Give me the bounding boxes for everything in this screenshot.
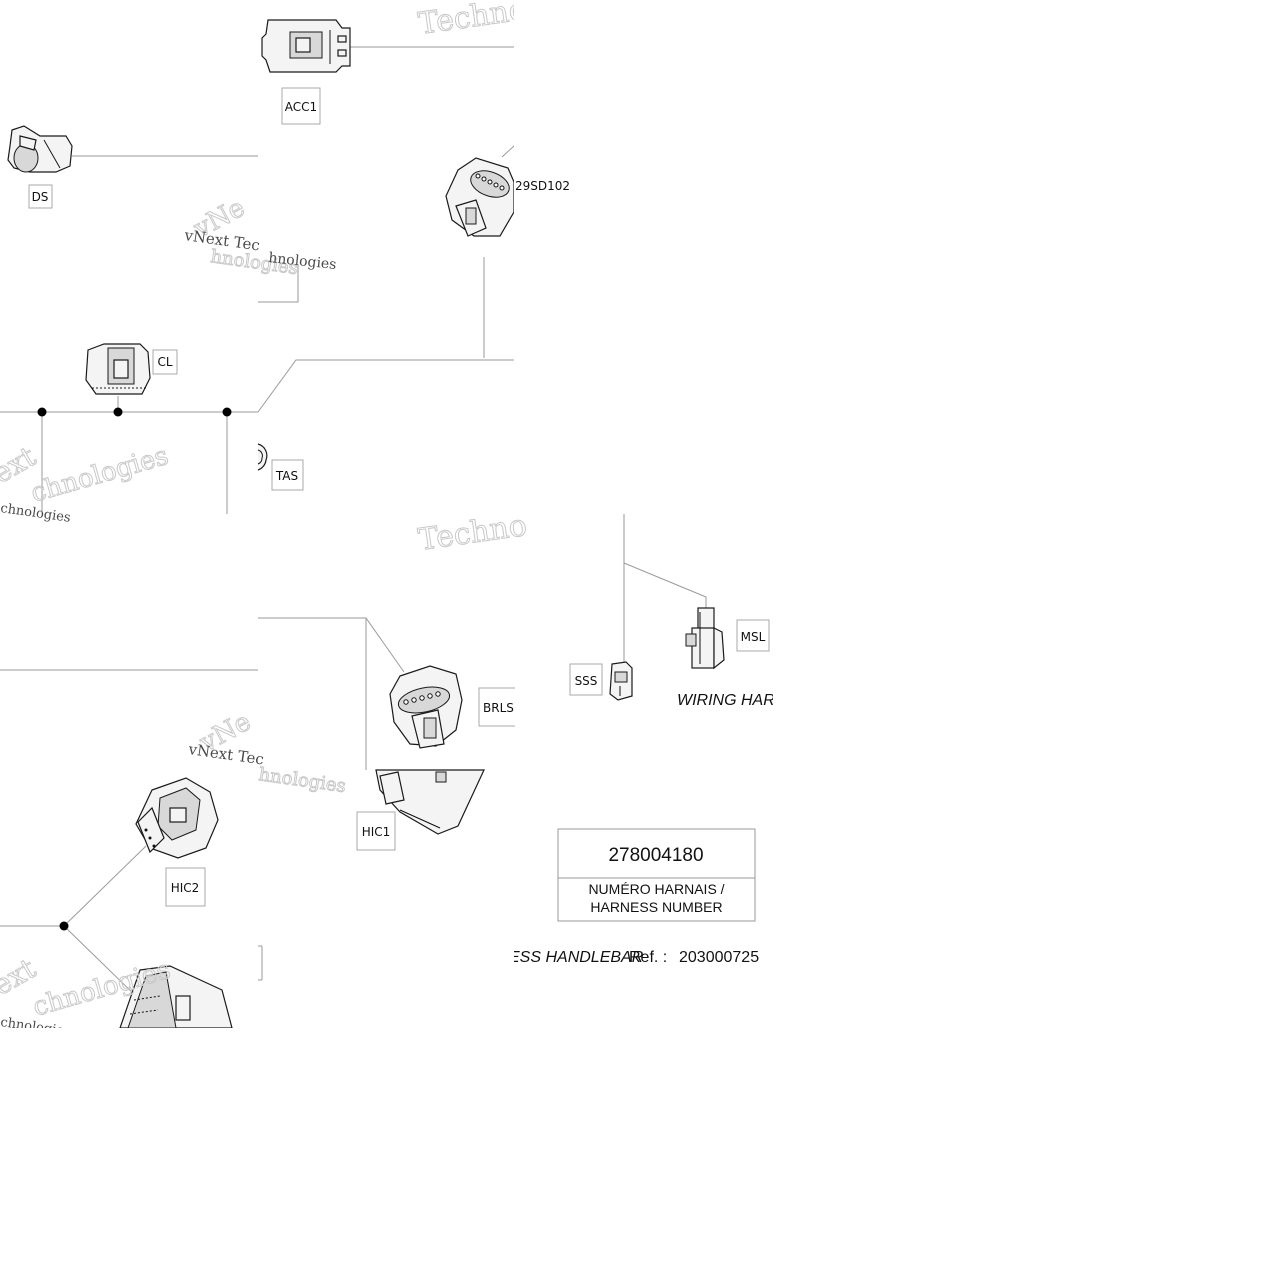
watermark-text: chnologies xyxy=(28,441,172,509)
ref-label: Ref. : xyxy=(629,949,667,966)
watermark-text: hnologies xyxy=(257,764,347,797)
label-msl: MSL xyxy=(736,619,770,652)
label-hic2: HIC2 xyxy=(165,867,206,907)
label-hic1: HIC1 xyxy=(356,811,396,851)
sd102-connector-icon xyxy=(445,157,515,237)
lower-connector-icon xyxy=(119,965,233,1029)
label-tas: TAS xyxy=(271,459,304,491)
hic2-connector-icon xyxy=(135,777,219,859)
connector-label: ACC1 xyxy=(285,100,317,114)
label-brls: BRLS xyxy=(478,687,520,727)
harness-number-label: NUMÉRO HARNAIS / HARNESS NUMBER xyxy=(588,881,725,915)
acc1-connector-icon xyxy=(261,19,351,73)
label-acc1: ACC1 xyxy=(281,87,321,125)
connector-labels: ACC1 DS 29SD102 CL TAS MSL SSS BRLS xyxy=(28,87,770,907)
harness-number: 278004180 xyxy=(608,845,703,866)
watermark-text: Techno xyxy=(416,508,529,558)
connector-label-29sd102: 29SD102 xyxy=(515,179,570,193)
sss-connector-icon xyxy=(609,661,633,701)
ref-value: 203000725 xyxy=(679,949,759,966)
connector-label: HIC1 xyxy=(362,825,391,839)
harness-caption: WIRING HARNE xyxy=(677,692,797,709)
connector-label: MSL xyxy=(741,630,766,644)
watermark-text: Techno xyxy=(416,0,529,42)
cl-connector-icon xyxy=(85,343,151,395)
junction-dots xyxy=(37,407,232,931)
ds-connector-icon xyxy=(7,125,73,173)
connector-label: TAS xyxy=(275,469,298,483)
label-cl: CL xyxy=(152,349,178,375)
watermark-text: hnologies xyxy=(268,250,338,273)
hic1-connector-icon xyxy=(375,769,485,835)
connector-label: BRLS xyxy=(483,701,514,715)
harness-name: ESS HANDLEBAR xyxy=(509,949,644,966)
brls-connector-icon xyxy=(389,665,463,749)
connector-label: SSS xyxy=(575,674,598,688)
connector-label: HIC2 xyxy=(171,881,200,895)
connector-label: CL xyxy=(157,355,172,369)
watermark-text: vNext Tec xyxy=(186,740,265,769)
connector-label: DS xyxy=(32,190,49,204)
label-ds: DS xyxy=(28,184,53,209)
harness-number-block: 278004180 NUMÉRO HARNAIS / HARNESS NUMBE… xyxy=(557,828,756,922)
msl-connector-icon xyxy=(685,607,725,670)
wire-network xyxy=(0,46,707,1001)
reference-line: ESS HANDLEBAR Ref. : 203000725 xyxy=(509,949,759,966)
label-sss: SSS xyxy=(569,663,603,696)
tas-connector-icon xyxy=(257,443,268,471)
